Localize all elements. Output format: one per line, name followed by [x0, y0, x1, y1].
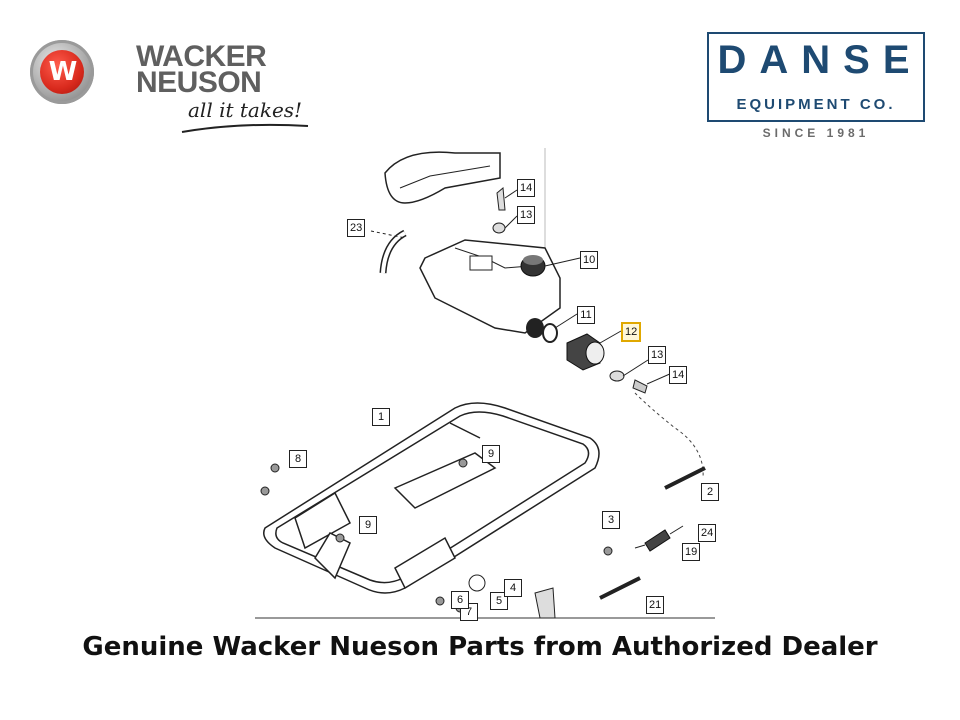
wacker-neuson-logo: W WACKER NEUSON all it takes!	[30, 40, 330, 140]
callout-5: 5	[490, 592, 508, 610]
fuel-filter-part	[644, 529, 671, 552]
callout-2: 2	[701, 483, 719, 501]
callout-13-mid: 13	[648, 346, 667, 364]
callout-23: 23	[347, 219, 366, 237]
callout-9-upper: 9	[482, 445, 500, 463]
callout-21: 21	[646, 596, 665, 614]
caption: Genuine Wacker Nueson Parts from Authori…	[82, 632, 878, 662]
callout-11: 11	[577, 306, 595, 324]
callout-8: 8	[289, 450, 307, 468]
parts-diagram: 14 13 23 10 11 12 13 14 1 9 8 9 2 3 24 1…	[255, 148, 719, 626]
callout-1: 1	[372, 408, 390, 426]
tagline-swoosh-icon	[181, 123, 309, 133]
callout-6: 6	[451, 591, 469, 609]
main-frame-part	[263, 402, 600, 594]
danse-subtitle: EQUIPMENT CO.	[736, 96, 896, 113]
parts-diagram-drawing	[255, 148, 715, 619]
callout-4: 4	[504, 579, 522, 597]
callout-10: 10	[580, 251, 599, 269]
callout-13-top: 13	[517, 206, 536, 224]
wacker-neuson-wordmark: WACKER NEUSON	[136, 40, 267, 99]
gasket-part	[542, 323, 558, 343]
wacker-neuson-emblem-icon: W	[30, 40, 94, 104]
callout-3: 3	[602, 511, 620, 529]
callout-19: 19	[682, 543, 701, 561]
callout-14-mid: 14	[669, 366, 688, 384]
callout-9-lower: 9	[359, 516, 377, 534]
danse-since: SINCE 1981	[762, 126, 870, 140]
wacker-neuson-tagline: all it takes!	[188, 98, 303, 122]
danse-equipment-logo: DANSE EQUIPMENT CO.	[707, 32, 925, 122]
callout-24: 24	[698, 524, 717, 542]
handle-cover-part	[384, 151, 501, 204]
danse-name: DANSE	[717, 38, 923, 82]
callout-14-top: 14	[517, 179, 536, 197]
callout-12-highlighted: 12	[621, 322, 642, 342]
